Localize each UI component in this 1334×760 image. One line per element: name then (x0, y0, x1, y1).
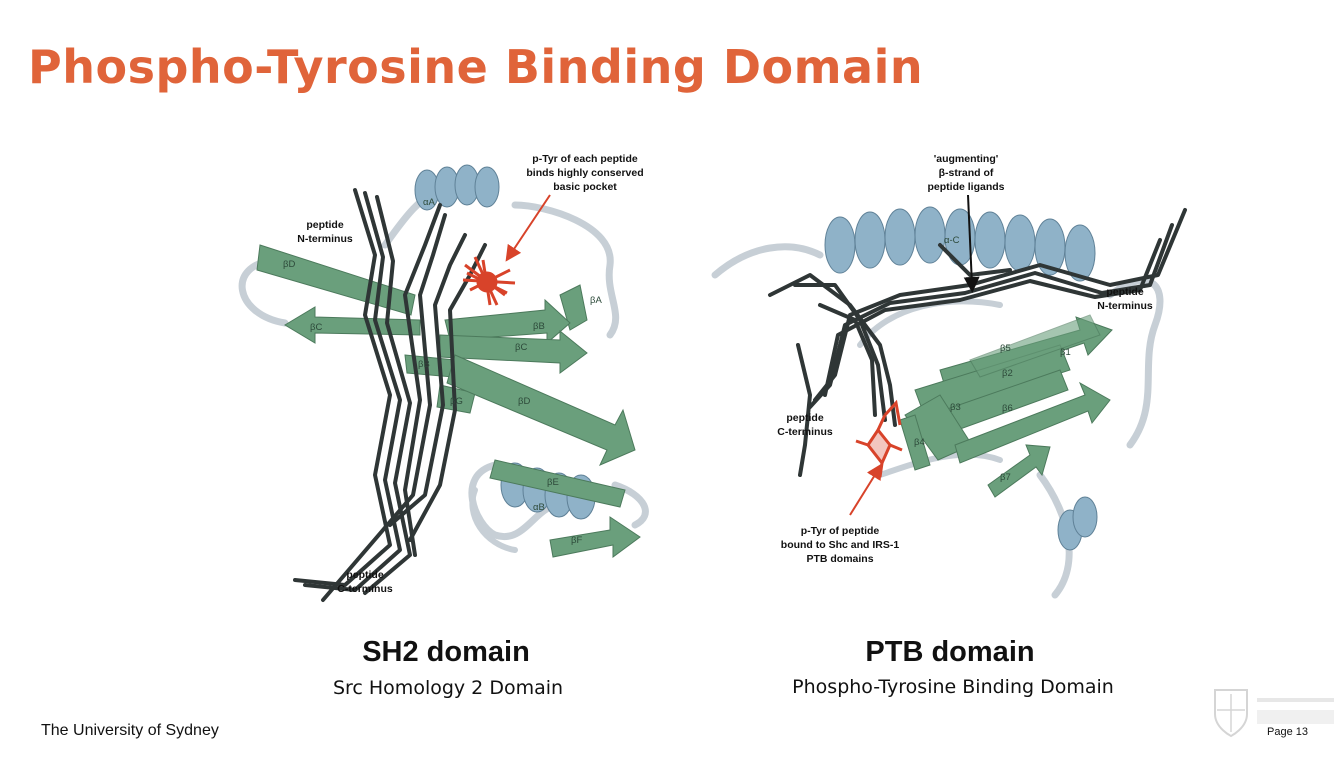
sh2-strand-ba (559, 284, 588, 331)
sh2-label-bb-mid: βB (418, 359, 430, 370)
page-number: Page 13 (1267, 726, 1308, 738)
sh2-strand-bd-mid (446, 354, 636, 466)
ptb-augmenting-arrow (963, 194, 980, 293)
ptb-ptyr-arrow (849, 463, 883, 516)
sh2-label-bc-mid: βC (515, 342, 527, 353)
ptb-strand-b6 (954, 381, 1111, 464)
sh2-helix-alpha-a (414, 164, 500, 211)
ptb-n-terminus-label-line1: peptide (1106, 286, 1143, 298)
ptb-label-b1: β1 (1060, 347, 1071, 358)
sh2-strand-bc-left (284, 306, 421, 344)
sh2-label-bd-mid: βD (518, 396, 530, 407)
ptb-label-b6: β6 (1002, 403, 1013, 414)
footer-university-name: The University of Sydney (41, 722, 219, 739)
ptb-domain-subheading: Phospho-Tyrosine Binding Domain (792, 676, 1114, 698)
sh2-structure-illustration: p-Tyr of each peptide binds highly conse… (238, 153, 649, 602)
ptb-c-terminus-label-line2: C-terminus (777, 426, 833, 438)
ptb-strand-back (969, 314, 1101, 378)
sh2-structure-figure: p-Tyr of each peptide binds highly conse… (215, 145, 685, 615)
sh2-label-bf: βF (571, 535, 582, 546)
sh2-strand-bd-top (256, 244, 416, 316)
sh2-label-bc-left: βC (310, 322, 322, 333)
sh2-loop (469, 487, 518, 553)
ptb-helix-alpha-c (824, 206, 1096, 282)
ptb-loop (711, 243, 824, 279)
sh2-label-ab: αB (533, 502, 545, 513)
sh2-strand-be (489, 459, 626, 508)
ptb-loop (1106, 277, 1164, 449)
ptb-ptyr-label-line1: p-Tyr of peptide (801, 525, 880, 537)
ptb-domain-heading: PTB domain (865, 636, 1035, 668)
ptb-label-ac: α-C (944, 235, 960, 246)
ptb-label-b4: β4 (914, 437, 925, 448)
ptb-structure-figure: 'augmenting' β-strand of peptide ligands… (710, 145, 1200, 615)
ptb-ptyr-label-line2: bound to Shc and IRS-1 (781, 539, 900, 551)
ptb-strand-b7 (987, 444, 1051, 498)
ptb-augmenting-label-line3: peptide ligands (927, 181, 1004, 193)
sh2-label-be: βE (547, 477, 559, 488)
ptb-strand-b4 (899, 414, 931, 471)
sh2-loop (511, 201, 620, 339)
sh2-label-bb-right: βB (533, 321, 545, 332)
ptb-ptyr-residue (855, 399, 903, 478)
sh2-ptyr-cluster (462, 256, 516, 306)
sh2-label-aa: αA (423, 197, 435, 208)
sh2-n-terminus-label-line1: peptide (306, 219, 343, 231)
sh2-strand-bf (549, 516, 641, 558)
sh2-label-bd-top: βD (283, 259, 295, 270)
ptb-augmenting-label-line2: β-strand of (939, 167, 994, 179)
ptb-augmenting-label-line1: 'augmenting' (934, 153, 999, 165)
sh2-c-terminus-label-line2: C-terminus (337, 583, 393, 595)
sh2-c-terminus-label-line1: peptide (346, 569, 383, 581)
slide-title: Phospho-Tyrosine Binding Domain (28, 40, 924, 94)
ptb-label-b2: β2 (1002, 368, 1013, 379)
sh2-label-ba: βA (590, 295, 602, 306)
sh2-label-bg: βG (450, 396, 463, 407)
university-crest-watermark-icon (1214, 689, 1334, 738)
sh2-ptyr-label-line2: binds highly conserved (526, 167, 643, 179)
ptb-label-b7: β7 (1000, 472, 1011, 483)
ptb-structure-illustration: 'augmenting' β-strand of peptide ligands… (711, 153, 1187, 599)
sh2-loop (468, 461, 564, 541)
sh2-n-terminus-label-line2: N-terminus (297, 233, 353, 245)
sh2-ptyr-label-line3: basic pocket (553, 181, 617, 193)
sh2-loop (611, 481, 649, 529)
sh2-peptide-bundle (293, 188, 487, 602)
ptb-label-b5: β5 (1000, 343, 1011, 354)
ptb-c-terminus-label-line1: peptide (786, 412, 823, 424)
sh2-ptyr-arrow (505, 194, 551, 262)
ptb-ptyr-label-line3: PTB domains (806, 553, 873, 565)
ptb-n-terminus-label-line2: N-terminus (1097, 300, 1153, 312)
sh2-domain-subheading: Src Homology 2 Domain (332, 677, 564, 699)
sh2-domain-heading: SH2 domain (362, 636, 530, 668)
ptb-label-b3: β3 (950, 402, 961, 413)
sh2-ptyr-label-line1: p-Tyr of each peptide (532, 153, 638, 165)
ptb-helix-lower (1057, 496, 1098, 551)
